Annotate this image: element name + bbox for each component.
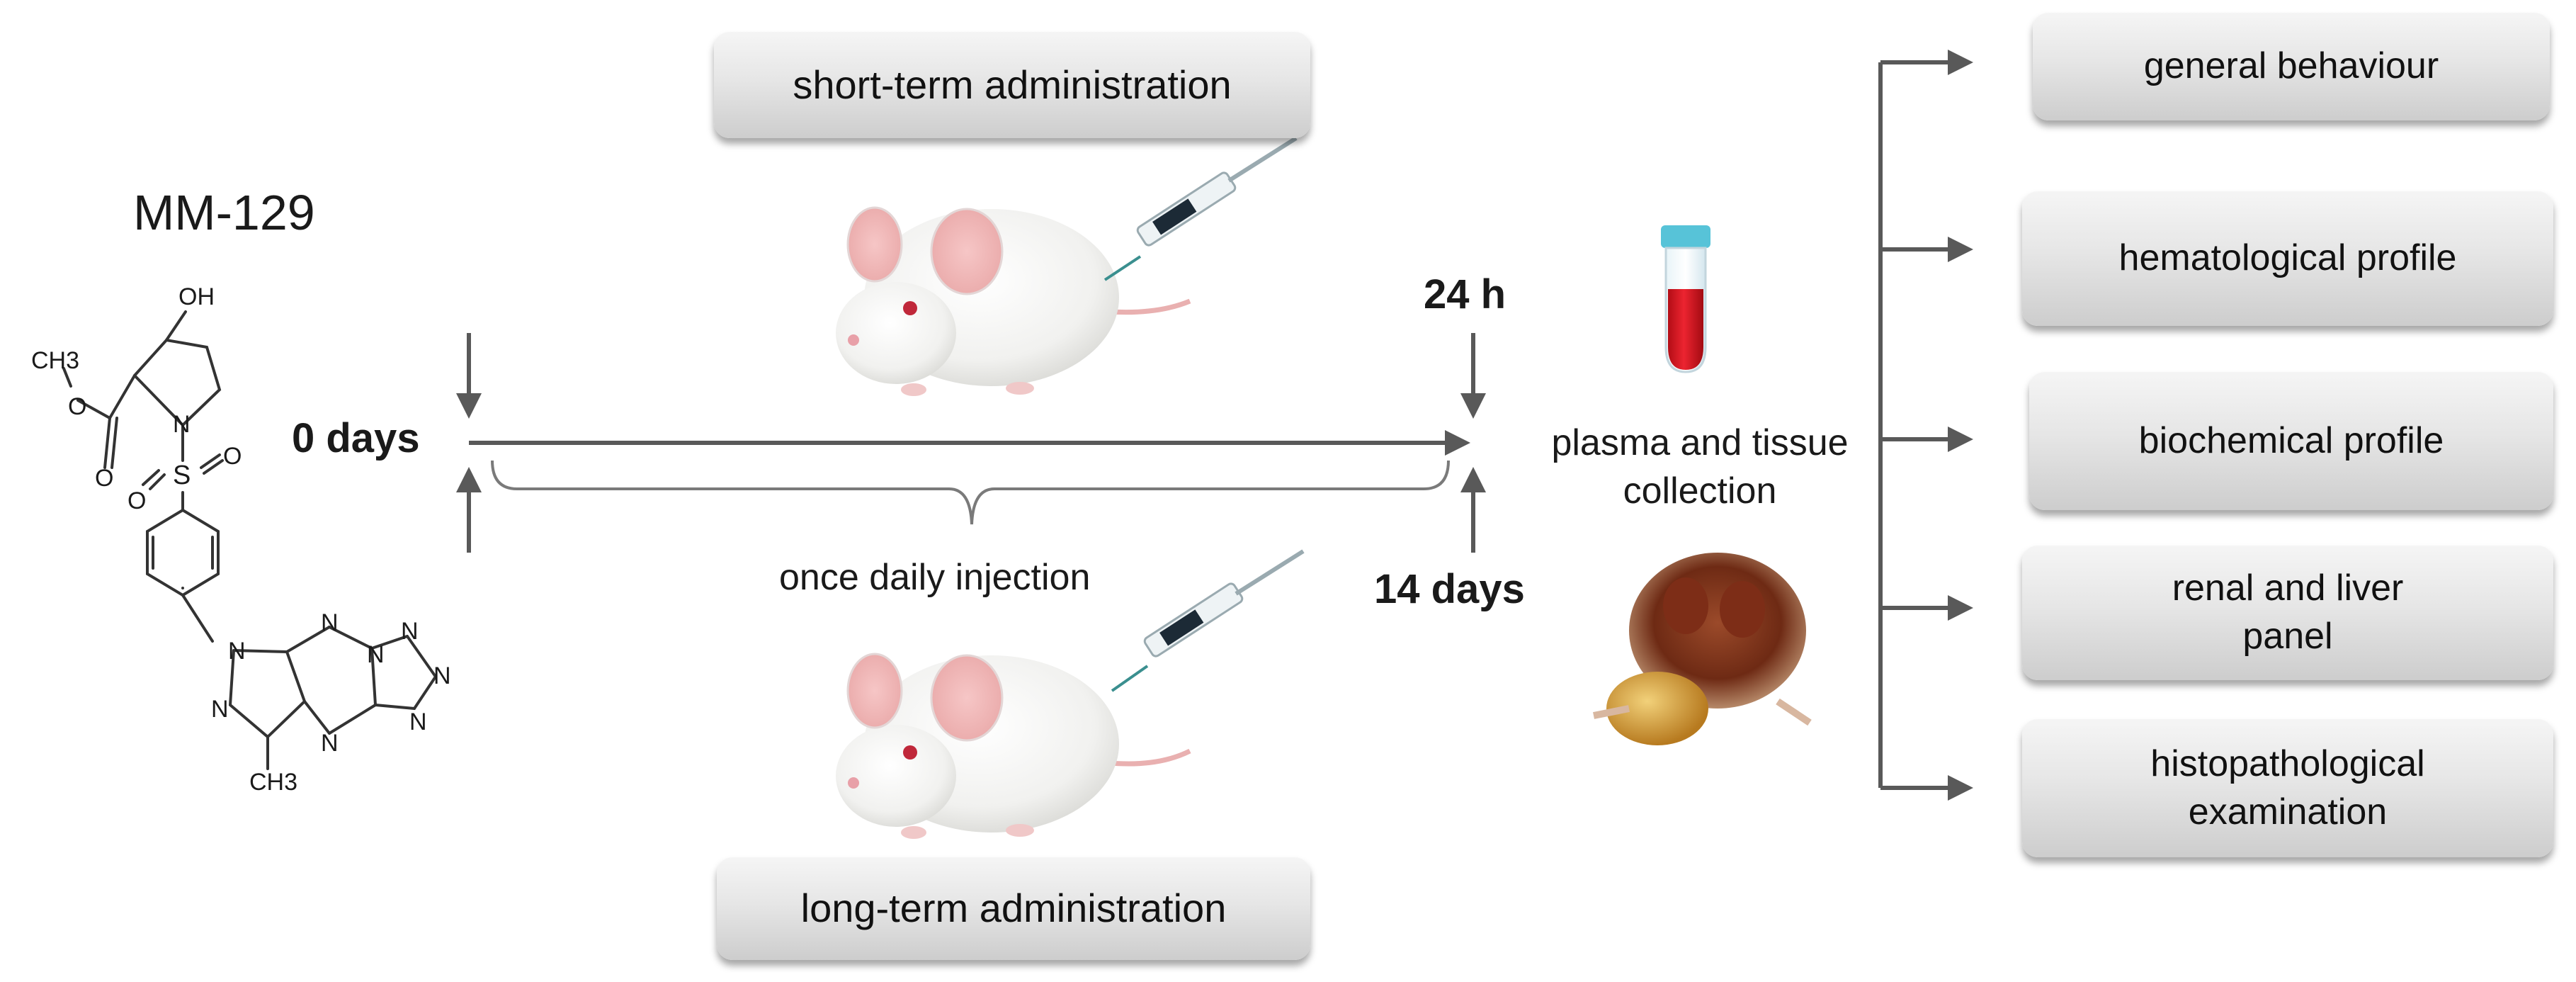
atom-label-o-ester: O bbox=[68, 393, 87, 420]
atom-label-ch3-top: CH3 bbox=[31, 347, 80, 374]
outcome-histopathological-examination: histopathological examination bbox=[2022, 719, 2553, 857]
long-term-end-label: 14 days bbox=[1374, 566, 1525, 612]
short-term-administration-label: short-term administration bbox=[793, 62, 1232, 107]
outcome-line1: renal and liver bbox=[2172, 568, 2404, 609]
atom-label-oh: OH bbox=[178, 283, 215, 310]
outcome-line1: histopathological bbox=[2150, 743, 2425, 784]
start-time-label: 0 days bbox=[292, 415, 420, 461]
atom-label-n4: N bbox=[321, 730, 339, 757]
mouse-illustration-bottom bbox=[836, 653, 1191, 839]
long-term-administration-box: long-term administration bbox=[717, 857, 1310, 960]
outcome-label: general behaviour bbox=[2144, 43, 2439, 91]
atom-label-n-pyrrolidine: N bbox=[173, 411, 191, 438]
atom-label-n3: N bbox=[321, 609, 339, 636]
outcome-label: histopathological examination bbox=[2150, 740, 2424, 836]
atom-label-ch3-bottom: CH3 bbox=[249, 769, 298, 796]
outcome-label: hematological profile bbox=[2119, 235, 2457, 283]
syringe-icon-bottom bbox=[1111, 549, 1305, 692]
short-term-administration-box: short-term administration bbox=[714, 32, 1310, 138]
outcome-renal-liver-panel: renal and liver panel bbox=[2022, 546, 2553, 680]
atom-label-n1: N bbox=[228, 638, 246, 665]
outcome-tree bbox=[1878, 50, 1973, 801]
outcome-line1: general behaviour bbox=[2143, 45, 2439, 87]
atom-label-o-sulfonyl-left: O bbox=[127, 487, 147, 514]
outcome-line1: hematological profile bbox=[2118, 237, 2457, 279]
atom-label-n5: N bbox=[367, 641, 385, 668]
compound-name: MM-129 bbox=[133, 185, 315, 240]
outcome-label: biochemical profile bbox=[2139, 417, 2444, 465]
collection-label: plasma and tissue collection bbox=[1516, 419, 1884, 515]
blood-tube-icon bbox=[1661, 225, 1710, 373]
injection-brace bbox=[491, 460, 1450, 525]
atom-label-o-carbonyl: O bbox=[95, 465, 114, 492]
atom-label-n2: N bbox=[211, 696, 229, 723]
injection-frequency-label: once daily injection bbox=[779, 557, 1091, 598]
collection-label-line2: collection bbox=[1623, 470, 1777, 512]
mouse-illustration-top bbox=[836, 206, 1191, 396]
short-term-end-label: 24 h bbox=[1424, 271, 1507, 317]
outcome-label: renal and liver panel bbox=[2172, 565, 2404, 660]
atom-label-n7: N bbox=[433, 662, 451, 689]
atom-label-o-sulfonyl-right: O bbox=[223, 443, 242, 470]
atom-label-n8: N bbox=[409, 709, 427, 735]
outcome-line2: panel bbox=[2242, 616, 2333, 657]
outcome-biochemical-profile: biochemical profile bbox=[2029, 372, 2553, 510]
tissue-dissection-image bbox=[1593, 553, 1812, 745]
outcome-hematological-profile: hematological profile bbox=[2022, 191, 2553, 326]
long-term-administration-label: long-term administration bbox=[800, 886, 1227, 931]
outcome-general-behaviour: general behaviour bbox=[2033, 13, 2550, 120]
atom-label-s: S bbox=[173, 461, 191, 490]
outcome-line1: biochemical profile bbox=[2138, 419, 2444, 461]
syringe-icon-top bbox=[1103, 136, 1298, 281]
chemical-structure bbox=[62, 310, 437, 770]
timeline-arrows bbox=[456, 333, 1486, 553]
collection-label-line1: plasma and tissue bbox=[1551, 422, 1849, 463]
outcome-line2: examination bbox=[2188, 791, 2388, 833]
atom-label-n6: N bbox=[401, 618, 419, 645]
